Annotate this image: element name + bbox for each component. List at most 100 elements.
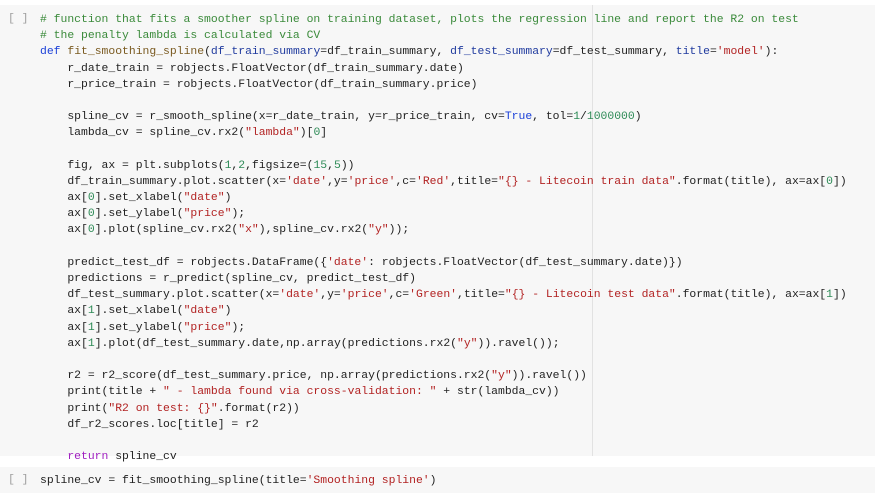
code-token: title bbox=[675, 46, 710, 59]
code-token: ); bbox=[231, 321, 246, 334]
code-line: df_test_summary.plot.scatter(x='date',y=… bbox=[40, 287, 847, 303]
code-token: 0 bbox=[313, 127, 321, 140]
code-token: fit_smoothing_spline bbox=[67, 46, 205, 59]
code-line: print(title + " - lambda found via cross… bbox=[40, 384, 847, 400]
code-token: 1 bbox=[87, 321, 95, 334]
code-line: r_date_train = robjects.FloatVector(df_t… bbox=[40, 61, 847, 77]
code-token: ,y= bbox=[320, 289, 341, 302]
code-token: )) bbox=[340, 159, 355, 172]
code-token: "price" bbox=[183, 321, 232, 334]
code-token: 0 bbox=[87, 192, 95, 205]
code-token: .format(title), ax=ax[ bbox=[675, 175, 827, 188]
code-token: 0 bbox=[87, 208, 95, 221]
code-line: lambda_cv = spline_cv.rx2("lambda")[0] bbox=[40, 125, 847, 141]
code-token: ].plot(spline_cv.rx2( bbox=[94, 224, 239, 237]
code-token: 'model' bbox=[716, 46, 765, 59]
code-editor[interactable]: # function that fits a smoother spline o… bbox=[40, 12, 847, 465]
code-token: ,c= bbox=[395, 175, 416, 188]
code-token: # function that fits a smoother spline o… bbox=[40, 14, 799, 26]
code-token: ),spline_cv.rx2( bbox=[258, 224, 369, 237]
code-token: spline_cv = r_smooth_spline(x=r_date_tra… bbox=[40, 111, 505, 124]
code-token: ax[ bbox=[40, 321, 88, 334]
code-token: 1 bbox=[87, 305, 95, 318]
code-token: ,y= bbox=[327, 175, 348, 188]
code-token: ].set_ylabel( bbox=[94, 321, 184, 334]
code-line: r2 = r2_score(df_test_summary.price, np.… bbox=[40, 368, 847, 384]
code-token: 1 bbox=[573, 111, 581, 124]
code-token: "y" bbox=[491, 370, 512, 383]
code-token: print( bbox=[40, 402, 109, 415]
code-line: fig, ax = plt.subplots(1,2,figsize=(15,5… bbox=[40, 158, 847, 174]
code-token: =df_test_summary, bbox=[552, 46, 676, 59]
code-token: 0 bbox=[87, 224, 95, 237]
code-token: df_test_summary.plot.scatter(x= bbox=[40, 289, 280, 302]
code-line: r_price_train = robjects.FloatVector(df_… bbox=[40, 77, 847, 93]
code-line: def fit_smoothing_spline(df_train_summar… bbox=[40, 44, 847, 60]
code-token: , bbox=[327, 159, 334, 172]
code-cell-1[interactable]: [ ] # function that fits a smoother spli… bbox=[0, 5, 875, 463]
code-token: "lambda" bbox=[245, 127, 300, 140]
code-token: df_train_summary.plot.scatter(x= bbox=[40, 175, 287, 188]
code-token: =df_train_summary, bbox=[320, 46, 451, 59]
code-token: ].plot(df_test_summary.date,np.array(pre… bbox=[94, 337, 457, 350]
code-token: + str(lambda_cv)) bbox=[436, 386, 560, 399]
code-token: ,figsize=( bbox=[245, 159, 314, 172]
code-token: 0 bbox=[826, 175, 833, 188]
code-line: # the penalty lambda is calculated via C… bbox=[40, 28, 847, 44]
code-token: def bbox=[40, 46, 61, 59]
code-line: predictions = r_predict(spline_cv, predi… bbox=[40, 271, 847, 287]
code-token: r_date_train = robjects.FloatVector(df_t… bbox=[40, 62, 464, 75]
line-length-ruler bbox=[592, 5, 593, 456]
code-token: : robjects.FloatVector(df_test_summary.d… bbox=[368, 256, 683, 269]
code-token: = bbox=[709, 46, 717, 59]
code-token: 'price' bbox=[347, 175, 396, 188]
run-cell-button[interactable]: [ ] bbox=[8, 474, 29, 486]
code-token: / bbox=[580, 111, 587, 124]
code-token: 'date' bbox=[286, 175, 328, 188]
code-line: spline_cv = r_smooth_spline(x=r_date_tra… bbox=[40, 109, 847, 125]
code-cell-2[interactable]: [ ] spline_cv = fit_smoothing_spline(tit… bbox=[0, 467, 875, 493]
code-token: ) bbox=[429, 475, 437, 487]
code-token: "price" bbox=[183, 208, 232, 221]
code-token: spline_cv bbox=[108, 451, 177, 464]
code-token: )[ bbox=[299, 127, 314, 140]
code-token: ] bbox=[320, 127, 328, 140]
code-token: fig, ax = plt.subplots( bbox=[40, 159, 225, 172]
code-token: , bbox=[231, 159, 239, 172]
code-line: spline_cv = fit_smoothing_spline(title='… bbox=[40, 473, 436, 489]
code-token: r2 = r2_score(df_test_summary.price, np.… bbox=[40, 370, 492, 383]
code-line: ax[1].plot(df_test_summary.date,np.array… bbox=[40, 336, 847, 352]
code-line bbox=[40, 239, 847, 255]
code-token: ) bbox=[224, 305, 232, 318]
code-line: ax[0].plot(spline_cv.rx2("x"),spline_cv.… bbox=[40, 222, 847, 238]
code-token: 1000000 bbox=[586, 111, 635, 124]
code-token: r_price_train = robjects.FloatVector(df_… bbox=[40, 78, 478, 91]
code-token: " - lambda found via cross-validation: " bbox=[163, 386, 437, 399]
code-line: predict_test_df = robjects.DataFrame({'d… bbox=[40, 255, 847, 271]
code-token: ax[ bbox=[40, 337, 88, 350]
code-token: df_test_summary bbox=[450, 46, 553, 59]
code-token: , tol= bbox=[532, 111, 574, 124]
code-token: # the penalty lambda is calculated via C… bbox=[40, 30, 321, 43]
code-line: ax[1].set_xlabel("date") bbox=[40, 303, 847, 319]
code-token: 1 bbox=[224, 159, 232, 172]
code-editor[interactable]: spline_cv = fit_smoothing_spline(title='… bbox=[40, 473, 436, 489]
code-token: 'Red' bbox=[415, 175, 451, 188]
code-token: 1 bbox=[826, 289, 833, 302]
run-cell-button[interactable]: [ ] bbox=[8, 13, 29, 25]
code-token: "{} - Litecoin train data" bbox=[498, 175, 676, 188]
code-token: 'Green' bbox=[409, 289, 458, 302]
code-token: True bbox=[504, 111, 533, 124]
code-token: ax[ bbox=[40, 208, 88, 221]
code-token: ): bbox=[764, 46, 779, 59]
code-token: .format(r2)) bbox=[217, 402, 300, 415]
code-line: df_r2_scores.loc[title] = r2 bbox=[40, 417, 847, 433]
code-token: ].set_xlabel( bbox=[94, 192, 184, 205]
code-token: ]) bbox=[833, 289, 847, 302]
code-token: 'date' bbox=[327, 256, 369, 269]
code-token: )).ravel()); bbox=[477, 337, 560, 350]
code-line bbox=[40, 142, 847, 158]
code-token: "date" bbox=[183, 305, 225, 318]
code-token: "R2 on test: {}" bbox=[108, 402, 218, 415]
code-token bbox=[40, 451, 67, 463]
